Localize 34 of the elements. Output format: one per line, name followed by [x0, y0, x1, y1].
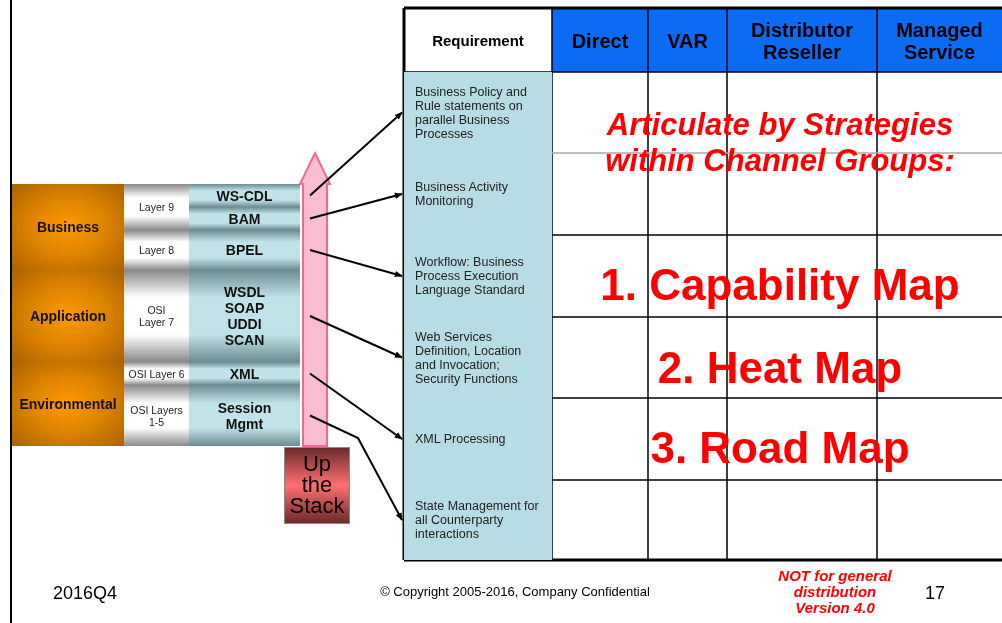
distribution-notice: NOT for general distribution Version 4.0 [777, 568, 893, 616]
column-header: Requirement [432, 32, 524, 49]
protocol-band: BAM [189, 207, 300, 230]
requirement-cell: Web Services Definition, Location and Invocation; Security Functions [404, 317, 552, 398]
copyright-notice: © Copyright 2005-2016, Company Confidential [380, 583, 650, 599]
protocol-band: BPEL [189, 230, 300, 270]
page-number: 17 [925, 582, 945, 604]
column-header: Managed Service [895, 18, 984, 63]
requirement-cell: XML Processing [404, 398, 552, 480]
protocol-band: Session Mgmt [189, 385, 300, 446]
layer-band: Layer 9 [124, 184, 189, 230]
requirement-cell: State Management for all Counterparty interactions [404, 480, 552, 560]
layer-group-band: Business [12, 184, 124, 270]
arrow [309, 372, 403, 440]
column-header: Distributor Reseller [749, 18, 855, 63]
caption-box: Up the Stack [284, 447, 350, 524]
footer-text: 2016Q4 [52, 582, 118, 604]
column-header: Direct [571, 29, 629, 52]
protocol-band: WS-CDL [189, 184, 300, 207]
requirement-cell: Workflow: Business Process Execution Language Standard [404, 235, 552, 317]
column-header: VAR [667, 29, 708, 52]
layer-group-band: Application [12, 270, 124, 362]
layer-band: OSI Layer 7 [124, 270, 189, 362]
arrow [309, 315, 403, 359]
protocol-band: XML [189, 362, 300, 385]
arrow [309, 111, 403, 197]
layer-band: Layer 8 [124, 230, 189, 270]
layer-band: OSI Layer 6 [124, 362, 189, 385]
protocol-band: WSDL SOAP UDDI SCAN [189, 270, 300, 362]
arrow [309, 414, 403, 521]
requirement-cell: Business Policy and Rule statements on parallel Business Processes [404, 72, 552, 153]
layer-group-band: Environmental [12, 362, 124, 446]
requirement-cell: Business Activity Monitoring [404, 153, 552, 235]
layer-band: OSI Layers 1-5 [124, 385, 189, 446]
